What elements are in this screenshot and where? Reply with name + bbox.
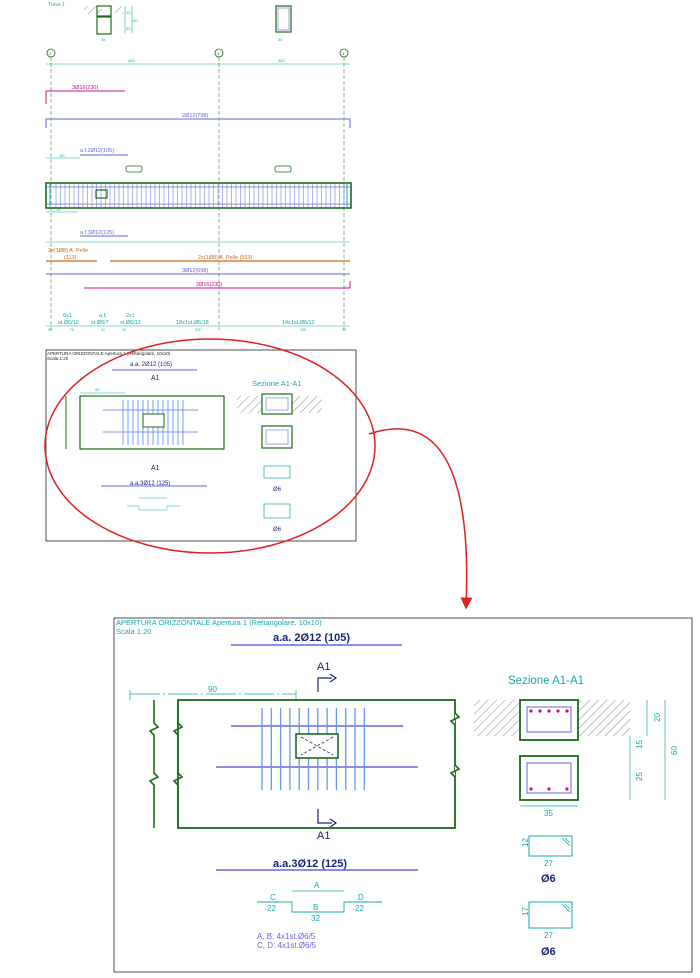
callout	[44, 338, 473, 610]
svg-text:90: 90	[95, 387, 100, 392]
svg-text:Ø6: Ø6	[541, 946, 556, 958]
svg-text:Sezione A1-A1: Sezione A1-A1	[252, 379, 302, 388]
svg-text:st.Ø6/7: st.Ø6/7	[91, 320, 109, 326]
bar-label: 3Ø12(698)	[182, 268, 208, 274]
thumb-scale: Scala 1:20	[47, 356, 69, 361]
axis-label: 3	[217, 51, 220, 56]
detail-title: APERTURA ORIZZONTALE Apertura 1 (Rettang…	[116, 618, 322, 627]
svg-text:70: 70	[56, 207, 61, 212]
svg-text:169: 169	[300, 328, 306, 332]
section-title: Sezione A1-A1	[508, 675, 584, 687]
bar-label: 2x(1Ø8) A. Pelle (553)	[198, 255, 253, 261]
rebar-dot	[547, 709, 551, 713]
svg-text:22: 22	[355, 904, 364, 913]
svg-text:60: 60	[670, 746, 679, 755]
svg-text:15: 15	[122, 328, 126, 332]
bar-label: (113)	[64, 255, 77, 261]
svg-text:C: C	[270, 893, 276, 902]
opening-detail-panel: APERTURA ORIZZONTALE Apertura 1 (Rettang…	[113, 617, 693, 973]
svg-text:35: 35	[278, 37, 283, 42]
top-rebars: 3Ø16(230) 2Ø12(798) a.f.2Ø12(105) 60	[45, 85, 351, 159]
bottom-rebars: 70 a.f.3Ø12(125) 2x(1Ø8) A. Pelle (113) …	[46, 207, 351, 289]
svg-text:14x1st.Ø6/12: 14x1st.Ø6/12	[282, 320, 315, 326]
section-thumb-2: 35	[275, 5, 292, 42]
svg-text:6x1: 6x1	[63, 313, 72, 319]
section-cut-top: A1	[317, 661, 330, 673]
svg-text:2x1: 2x1	[126, 313, 135, 319]
beam-body	[45, 165, 352, 209]
rebar-dot	[529, 787, 533, 791]
svg-text:32: 32	[311, 914, 320, 923]
svg-text:17: 17	[521, 907, 530, 916]
svg-text:15: 15	[635, 740, 644, 749]
svg-text:Ø6: Ø6	[541, 873, 556, 885]
svg-text:30: 30	[342, 328, 346, 332]
aa-top-label: a.a. 2Ø12 (105)	[273, 632, 350, 644]
svg-text:60: 60	[60, 153, 65, 158]
bar-label: 2Ø12(798)	[182, 113, 208, 119]
svg-text:st.Ø6/12: st.Ø6/12	[120, 320, 141, 326]
axis-label: 4	[342, 51, 345, 56]
bar-label: 2x(1Ø8) A. Pelle	[48, 248, 88, 254]
axis-label: 2	[49, 51, 52, 56]
svg-text:25: 25	[126, 10, 131, 15]
section-cut-bottom: A1	[317, 830, 330, 842]
svg-text:35: 35	[544, 809, 553, 818]
svg-text:25: 25	[635, 772, 644, 781]
svg-text:st.Ø6/12: st.Ø6/12	[58, 320, 79, 326]
beam-title: Trave 1	[48, 2, 65, 8]
svg-text:21: 21	[101, 328, 105, 332]
svg-text:a.f.: a.f.	[99, 313, 107, 319]
svg-text:C, D: 4x1st.Ø6/5: C, D: 4x1st.Ø6/5	[257, 941, 317, 950]
svg-text:30: 30	[48, 328, 52, 332]
svg-text:A1: A1	[151, 375, 160, 382]
rebar-dot	[529, 709, 533, 713]
svg-text:18x1st.Ø6/18: 18x1st.Ø6/18	[176, 320, 209, 326]
svg-text:Ø6: Ø6	[273, 487, 282, 493]
opening-thumbnail-panel: APERTURA ORIZZONTALE Apertura 1 (Rettang…	[45, 349, 357, 542]
section-rebar-dots	[529, 709, 569, 791]
svg-text:A, B: 4x1st.Ø6/5: A, B: 4x1st.Ø6/5	[257, 932, 316, 941]
detail-scale: Scala 1:20	[116, 627, 151, 636]
svg-text:a.a. 2Ø12 (105): a.a. 2Ø12 (105)	[130, 362, 172, 368]
svg-text:Ø6: Ø6	[273, 527, 282, 533]
section-thumb-1: 25 35 60 35	[84, 5, 138, 42]
thumb-title: APERTURA ORIZZONTALE Apertura 1 (Rettang…	[47, 351, 171, 356]
svg-text:330: 330	[195, 328, 201, 332]
bar-label: 3Ø16(230)	[72, 85, 98, 91]
rebar-dot	[556, 709, 560, 713]
svg-text:22: 22	[267, 904, 276, 913]
rebar-dot	[538, 709, 542, 713]
stirrup-dimensions: 6x1 st.Ø6/12 a.f. st.Ø6/7 2x1 st.Ø6/12 1…	[46, 313, 350, 332]
rebar-dot	[565, 709, 569, 713]
svg-text:35: 35	[126, 26, 131, 31]
svg-text:70: 70	[70, 328, 74, 332]
svg-text:35: 35	[101, 37, 106, 42]
bar-label: 2Ø16(230)	[196, 282, 222, 288]
svg-text:27: 27	[544, 859, 553, 868]
svg-text:350: 350	[278, 58, 285, 63]
svg-text:90: 90	[208, 685, 217, 694]
svg-text:12: 12	[521, 838, 530, 847]
svg-text:20: 20	[653, 713, 662, 722]
svg-text:A: A	[314, 881, 320, 890]
svg-text:B: B	[313, 903, 318, 912]
svg-text:400: 400	[128, 58, 135, 63]
rebar-dot	[565, 787, 569, 791]
grid-axes: 2 3 4 400 350	[46, 48, 350, 330]
svg-text:a.a.3Ø12 (125): a.a.3Ø12 (125)	[130, 481, 170, 487]
svg-text:27: 27	[544, 931, 553, 940]
rebar-dot	[547, 787, 551, 791]
aa-bottom-label: a.a.3Ø12 (125)	[273, 858, 347, 870]
svg-text:D: D	[358, 893, 364, 902]
bar-label: a.f.3Ø12(125)	[80, 230, 114, 236]
svg-text:A1: A1	[151, 465, 160, 472]
beam-stirrups	[55, 184, 345, 207]
bar-label: a.f.2Ø12(105)	[80, 148, 114, 154]
svg-text:60: 60	[133, 18, 138, 23]
beam-elevation: Trave 1 25 35 60 35 35 2 3 4	[45, 2, 352, 332]
